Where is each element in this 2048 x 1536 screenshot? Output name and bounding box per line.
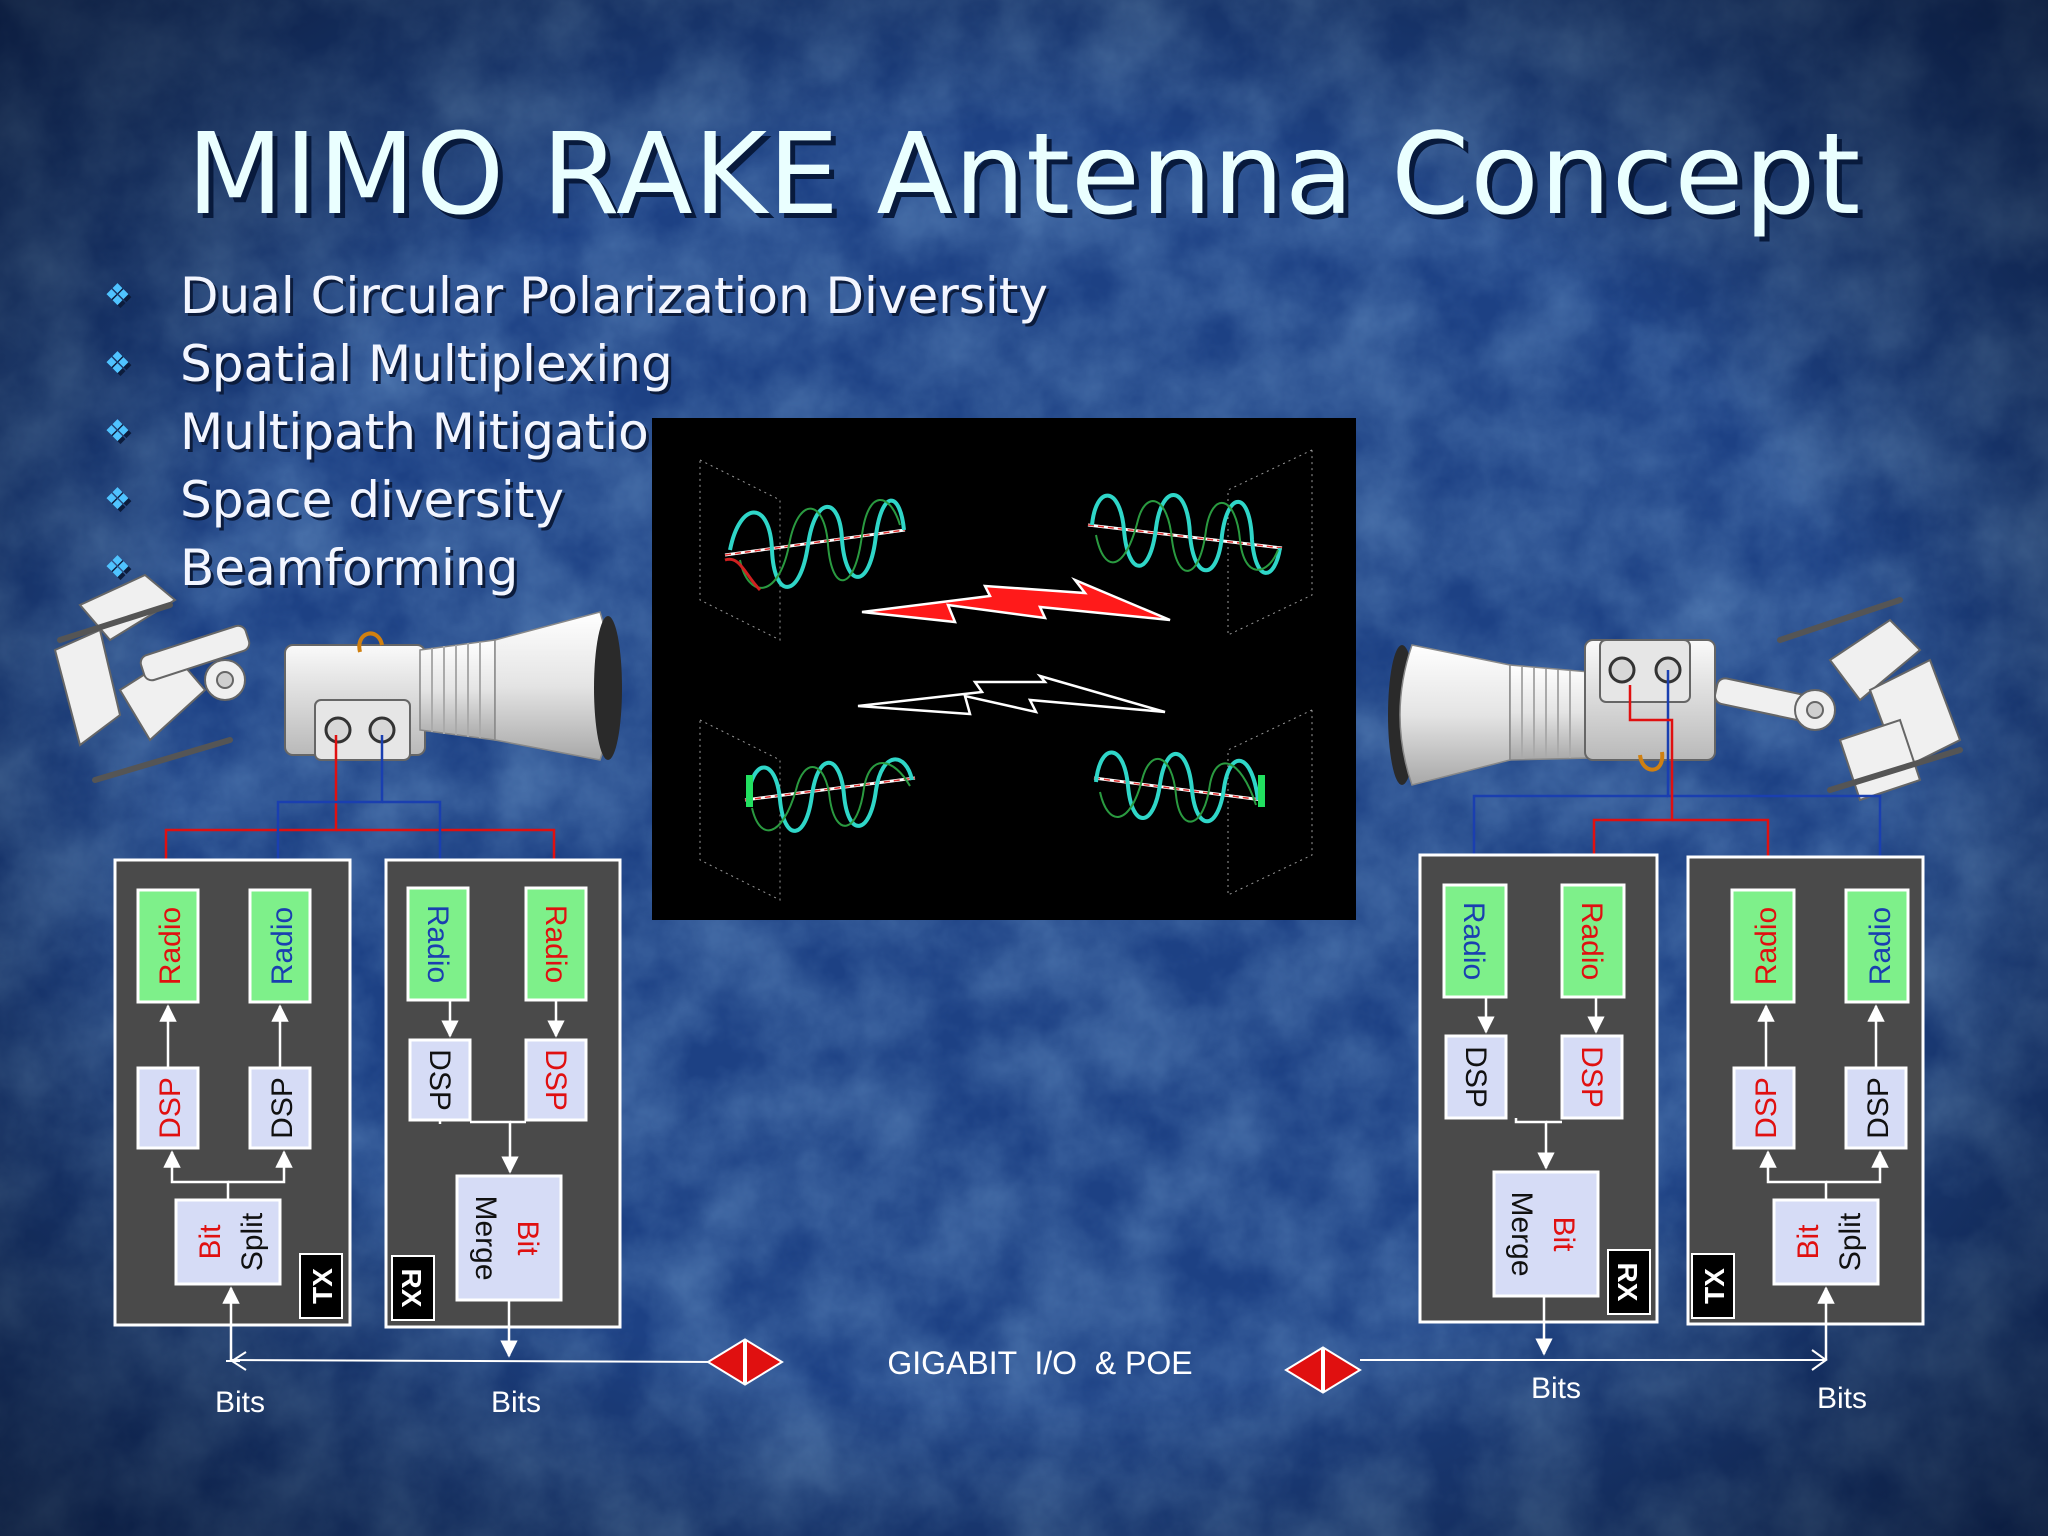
- connector-icon-right: [1284, 1346, 1362, 1394]
- radio-box: [406, 886, 470, 1002]
- bit-label: Bit: [1547, 1216, 1580, 1252]
- dsp-label: DSP: [1575, 1046, 1608, 1108]
- tx-label: TX: [1699, 1268, 1730, 1304]
- radio-box: [1560, 883, 1626, 999]
- bullet-text: Spatial Multiplexing: [180, 335, 673, 393]
- helix-antenna-top-left: [724, 498, 906, 592]
- bullet-text: Beamforming: [180, 539, 519, 597]
- bit-label: Bit: [1792, 1224, 1825, 1260]
- bits-label: Bits: [1817, 1382, 1867, 1415]
- tx-block-left: Radio Radio DSP DSP Bit Split TX: [113, 858, 352, 1360]
- radio-label: Radio: [421, 905, 454, 983]
- tx-label: TX: [307, 1268, 338, 1304]
- connector-icon-left: [706, 1338, 784, 1386]
- bullet-text: Multipath Mitigation: [180, 403, 681, 461]
- horn-antenna-right: [1388, 597, 1963, 802]
- rx-label: RX: [1612, 1263, 1643, 1302]
- radio-box: [1844, 888, 1910, 1004]
- radio-box: [248, 888, 312, 1004]
- merge-label: Merge: [1505, 1191, 1538, 1276]
- radio-label: Radio: [1575, 902, 1608, 980]
- merge-label: Merge: [469, 1195, 502, 1280]
- dsp-box: [1844, 1066, 1908, 1150]
- radio-label: Radio: [1864, 907, 1897, 985]
- helix-antenna-bottom-left: [744, 757, 916, 833]
- radio-label: Radio: [1750, 907, 1783, 985]
- bit-label: Bit: [194, 1224, 227, 1260]
- dsp-box: [1560, 1034, 1624, 1120]
- tx-badge: [299, 1253, 343, 1319]
- radio-label: Radio: [1457, 902, 1490, 980]
- dsp-label: DSP: [1750, 1077, 1783, 1139]
- bit-split-box: [174, 1198, 282, 1286]
- radio-label: Radio: [154, 907, 187, 985]
- dsp-label: DSP: [154, 1077, 187, 1139]
- dsp-label: DSP: [423, 1049, 456, 1111]
- diamond-bullet-icon: ❖: [104, 550, 131, 585]
- rx-label: RX: [396, 1269, 427, 1308]
- helix-antenna-top-right: [1087, 493, 1283, 575]
- bits-label: Bits: [215, 1386, 265, 1419]
- dsp-label: DSP: [1459, 1046, 1492, 1108]
- bullet-text: Dual Circular Polarization Diversity: [180, 267, 1048, 325]
- bullet-text: Space diversity: [180, 471, 564, 529]
- dsp-box: [248, 1066, 312, 1150]
- bullet-item: ❖ Space diversity: [100, 466, 1048, 534]
- split-label: Split: [1834, 1212, 1867, 1271]
- bullet-list: ❖ Dual Circular Polarization Diversity ❖ S…: [100, 262, 1048, 602]
- bit-merge-box: [455, 1174, 563, 1302]
- dsp-label: DSP: [266, 1077, 299, 1139]
- rx-block-right: Radio Radio DSP DSP Merge Bit RX: [1418, 853, 1659, 1356]
- radio-label: Radio: [539, 905, 572, 983]
- bullet-item: ❖ Beamforming: [100, 534, 1048, 602]
- bullet-item: ❖ Spatial Multiplexing: [100, 330, 1048, 398]
- diamond-bullet-icon: ❖: [104, 482, 131, 517]
- tx-block-right: Radio Radio DSP DSP Bit Split TX: [1686, 855, 1925, 1360]
- bits-io-lines: [226, 1349, 1828, 1371]
- radio-box: [1730, 888, 1796, 1004]
- diamond-bullet-icon: ❖: [104, 346, 131, 381]
- dsp-box: [1444, 1034, 1508, 1120]
- slide-title: MIMO RAKE Antenna Concept: [186, 110, 1862, 240]
- radio-box: [1442, 883, 1508, 999]
- helix-antenna-bottom-right: [1093, 750, 1265, 824]
- rx-block-left: Radio Radio DSP DSP Merge Bit RX: [384, 858, 622, 1358]
- bit-merge-box: [1492, 1170, 1600, 1298]
- gigabit-io-label: GIGABIT I/O & POE: [887, 1345, 1192, 1381]
- helix-antenna-scene: [652, 418, 1356, 920]
- bullet-item: ❖ Dual Circular Polarization Diversity: [100, 262, 1048, 330]
- bits-label: Bits: [491, 1386, 541, 1419]
- diamond-bullet-icon: ❖: [104, 414, 131, 449]
- radio-label: Radio: [266, 907, 299, 985]
- red-lightning-bolt: [861, 577, 1171, 624]
- rx-badge: [391, 1255, 435, 1321]
- dsp-label: DSP: [1862, 1077, 1895, 1139]
- diamond-bullet-icon: ❖: [104, 278, 131, 313]
- white-lightning-bolt: [857, 673, 1166, 716]
- perspective-frames: [699, 449, 1313, 901]
- radio-box: [136, 888, 200, 1004]
- split-label: Split: [236, 1212, 269, 1271]
- tx-badge: [1691, 1253, 1735, 1319]
- rx-badge: [1607, 1249, 1651, 1315]
- horn-antenna-left: [53, 573, 622, 783]
- dsp-label: DSP: [539, 1049, 572, 1111]
- bits-label: Bits: [1531, 1372, 1581, 1405]
- bit-label: Bit: [511, 1220, 544, 1256]
- dsp-box: [1732, 1066, 1796, 1150]
- dsp-box: [524, 1038, 588, 1122]
- bullet-item: ❖ Multipath Mitigation: [100, 398, 1048, 466]
